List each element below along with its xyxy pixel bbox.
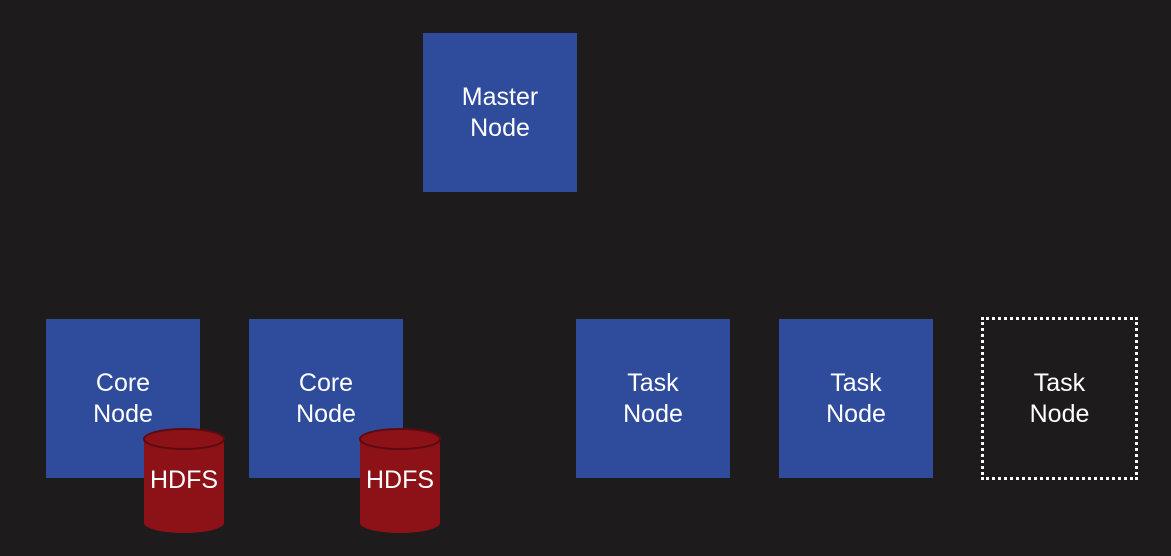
task-node-2-label-line2: Node	[826, 399, 886, 428]
database-cylinder-icon	[143, 428, 225, 533]
task-node-2-label-line1: Task	[830, 368, 882, 397]
task-node-3-label-line1: Task	[1033, 368, 1086, 397]
core-node-2-label-line1: Core	[298, 368, 354, 397]
master-node-label-line1: Master	[461, 82, 539, 111]
hdfs-storage-2: HDFS	[359, 427, 441, 535]
hdfs-storage-2-label: HDFS	[365, 466, 435, 494]
task-node-3-label-line2: Node	[1029, 399, 1090, 428]
database-cylinder-icon	[359, 428, 441, 533]
task-node-1-label-line2: Node	[623, 399, 683, 428]
master-node-label-line2: Node	[470, 113, 530, 142]
core-node-1-label-line2: Node	[93, 399, 153, 428]
core-node-2-label-line2: Node	[296, 399, 356, 428]
core-node-1-label-line1: Core	[95, 368, 151, 397]
hdfs-storage-1: HDFS	[143, 427, 225, 535]
task-node-1-label-line1: Task	[627, 368, 679, 397]
hdfs-storage-1-label: HDFS	[149, 466, 219, 494]
